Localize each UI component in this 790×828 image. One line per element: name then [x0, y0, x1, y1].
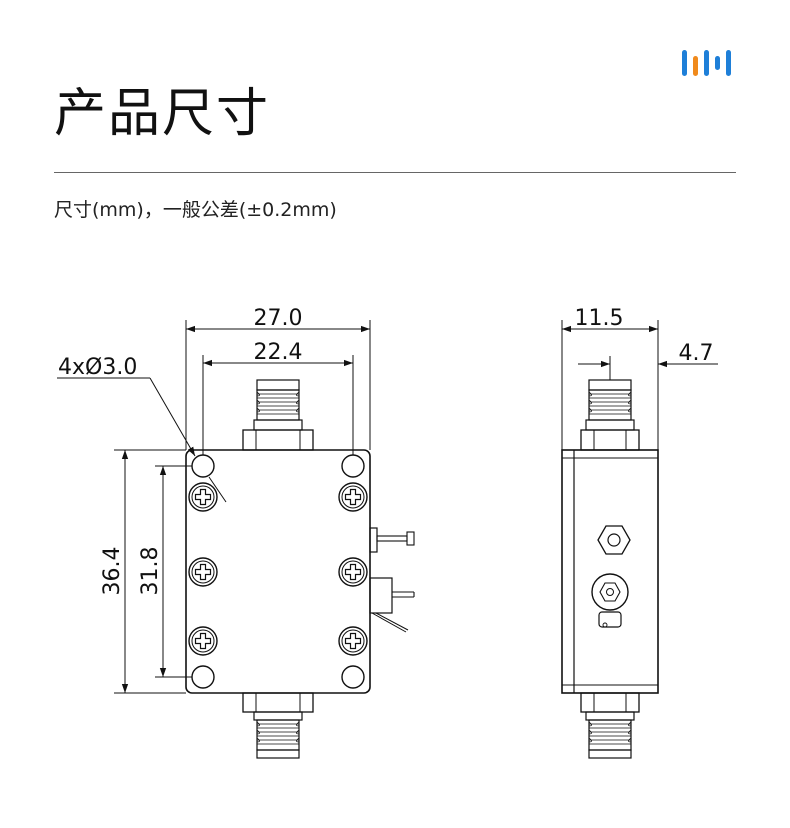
bars-logo-icon: [682, 50, 731, 76]
bottom-connector: [242, 692, 314, 759]
hex-port: [597, 525, 631, 555]
cover-screws: [188, 482, 368, 656]
side-bottom-connector: [580, 692, 640, 759]
dim-depth: 11.5: [575, 306, 624, 331]
dim-width-outer: 27.0: [254, 306, 303, 331]
header-divider: [54, 172, 736, 173]
top-connector: [242, 379, 314, 451]
side-view: [561, 320, 718, 759]
height-dimensions: [114, 449, 192, 694]
side-dimensions: [561, 320, 718, 450]
front-view: [57, 320, 415, 759]
round-port: [591, 573, 629, 628]
side-pins: [369, 527, 415, 633]
dim-width-holes: 22.4: [254, 340, 303, 365]
side-top-connector: [580, 379, 640, 451]
width-dimensions: [185, 320, 371, 455]
dim-height-outer: 36.4: [100, 547, 125, 596]
side-housing-body: [561, 449, 659, 694]
dim-height-holes: 31.8: [138, 547, 163, 596]
tolerance-note: 尺寸(mm)，一般公差(±0.2mm): [54, 199, 337, 221]
hole-leader: [57, 377, 227, 503]
page-title: 产品尺寸: [54, 84, 271, 144]
dim-hole-spec: 4xØ3.0: [58, 355, 137, 380]
dim-connector-offset: 4.7: [679, 341, 714, 366]
